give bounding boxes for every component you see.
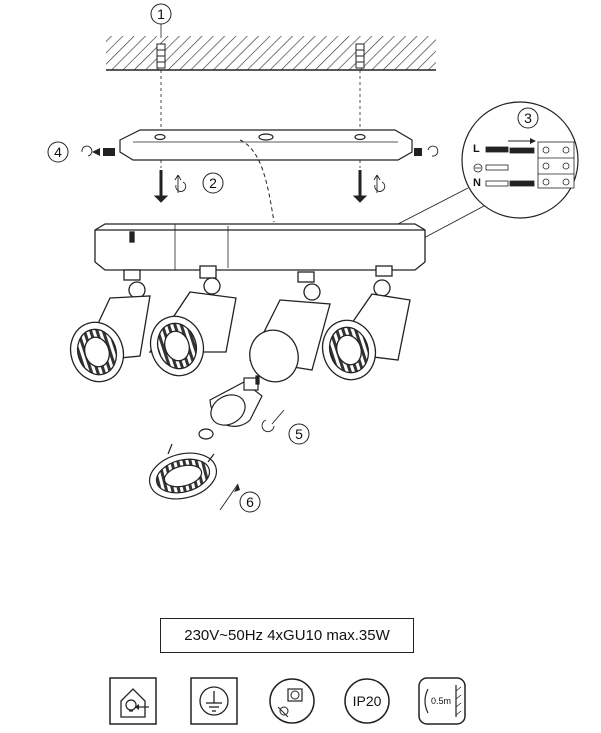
- alignment-lines: [160, 70, 361, 168]
- step-5-callout: 5: [261, 409, 310, 445]
- terminal-detail: 3 L N: [397, 101, 579, 241]
- spot-head-2: [148, 265, 237, 377]
- mounting-surface-icon: [268, 677, 316, 725]
- wall-plug-left: [156, 43, 166, 69]
- min-distance-icon: 0.5m: [418, 677, 466, 725]
- step-6-callout: 6: [219, 483, 261, 513]
- spot-head-4: [321, 265, 411, 381]
- ip-rating-text: IP20: [353, 693, 382, 709]
- step-1-callout: 1: [150, 3, 172, 38]
- gu10-bulb: [209, 375, 263, 427]
- spot-head-1: [69, 269, 151, 383]
- step-4-callout: 4: [47, 141, 115, 163]
- min-distance-text: 0.5m: [431, 696, 451, 706]
- protection-class-earth-icon: [190, 677, 238, 725]
- front-cover-ring: [148, 428, 218, 500]
- screw-left: [153, 170, 169, 203]
- ceiling: [106, 36, 436, 71]
- screw-right: [352, 170, 368, 203]
- step-3-number: 3: [524, 110, 532, 126]
- step-2-number: 2: [209, 175, 217, 191]
- rotate-arrows: [174, 174, 386, 193]
- step-6-number: 6: [246, 494, 254, 510]
- electrical-spec-box: 230V~50Hz 4xGU10 max.35W: [160, 618, 414, 653]
- step-5-number: 5: [295, 426, 303, 442]
- indoor-use-icon: [109, 677, 157, 725]
- assembly-diagram: 1 4 2: [47, 3, 579, 513]
- wall-plug-right: [355, 43, 365, 69]
- terminal-label-n: N: [473, 177, 481, 189]
- bracket-screw-right: [414, 145, 439, 157]
- step-1-number: 1: [157, 6, 165, 22]
- mounting-bracket: [119, 129, 413, 161]
- fixture-base: [94, 223, 426, 271]
- terminal-label-l: L: [473, 143, 480, 155]
- ip-rating-icon: IP20: [343, 677, 391, 725]
- electrical-spec-text: 230V~50Hz 4xGU10 max.35W: [184, 627, 390, 644]
- step-4-number: 4: [54, 144, 62, 160]
- spot-head-3: [249, 271, 331, 383]
- step-2-callout: 2: [202, 172, 224, 194]
- power-cable: [239, 139, 275, 223]
